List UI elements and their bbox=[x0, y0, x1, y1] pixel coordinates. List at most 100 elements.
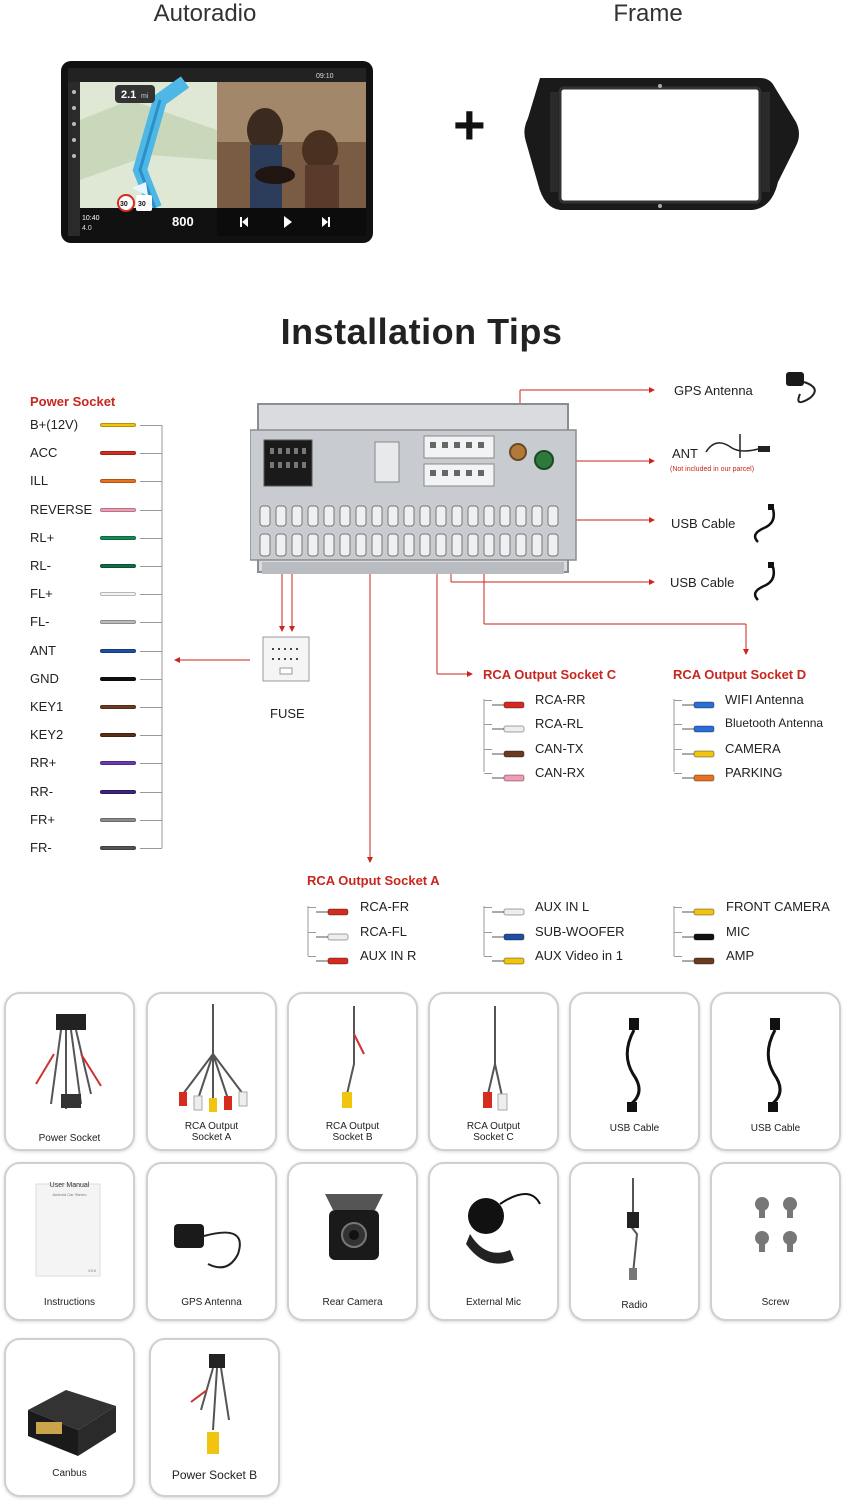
speed-limit-2: 30 bbox=[138, 201, 146, 208]
frame-panel bbox=[524, 78, 799, 210]
part-card: USB Cable bbox=[569, 992, 700, 1151]
antenna-icon bbox=[705, 434, 770, 458]
nav-unit: mi bbox=[141, 93, 149, 100]
usb-cable-icon-1 bbox=[753, 504, 775, 543]
head-unit-rear bbox=[250, 403, 577, 574]
installation-title: Installation Tips bbox=[280, 311, 563, 352]
wire-swatch bbox=[100, 451, 136, 456]
bracket-tick bbox=[484, 931, 492, 933]
part-illustration bbox=[289, 994, 416, 1149]
bracket-tick bbox=[484, 772, 492, 774]
socket-c-label: CAN-RX bbox=[535, 764, 585, 780]
socket-d-label: WIFI Antenna bbox=[725, 692, 804, 707]
power-socket-heading: Power Socket bbox=[30, 394, 116, 409]
part-illustration bbox=[571, 994, 698, 1149]
power-wire-label: FL- bbox=[30, 614, 50, 630]
rca-plug-icon bbox=[682, 928, 716, 940]
bracket-tick bbox=[140, 566, 162, 567]
part-illustration bbox=[289, 1164, 416, 1319]
bracket-tick bbox=[484, 907, 492, 908]
socket-a-label: MIC bbox=[726, 923, 750, 939]
wire-swatch bbox=[100, 676, 136, 681]
manual-title: User Manual bbox=[49, 1182, 90, 1189]
part-label: USB Cable bbox=[750, 1123, 801, 1134]
part-illustration bbox=[148, 994, 275, 1149]
socket-a-label: SUB-WOOFER bbox=[535, 923, 625, 939]
part-illustration bbox=[430, 994, 557, 1149]
power-wire-label: KEY1 bbox=[30, 699, 64, 714]
rca-plug-icon bbox=[682, 696, 716, 709]
bracket-tick bbox=[484, 748, 492, 750]
wire-swatch bbox=[100, 648, 136, 653]
power-wire-label: FR+ bbox=[30, 811, 55, 827]
socket-a-label: FRONT CAMERA bbox=[726, 899, 830, 914]
part-card: Radio bbox=[569, 1162, 700, 1321]
rca-plug-icon bbox=[682, 745, 716, 758]
bracket-tick bbox=[674, 700, 682, 701]
frame-title: Frame bbox=[613, 0, 683, 27]
socket-c-heading: RCA Output Socket C bbox=[483, 667, 617, 682]
part-label: USB Cable bbox=[609, 1123, 660, 1134]
rca-plug-icon bbox=[682, 952, 716, 965]
bracket-tick bbox=[484, 956, 492, 957]
status-time: 09:10 bbox=[316, 73, 334, 80]
part-card: Screw bbox=[710, 1162, 841, 1321]
rca-plug-icon bbox=[682, 769, 716, 782]
power-wire-label: KEY2 bbox=[30, 727, 64, 743]
bracket-tick bbox=[308, 907, 316, 908]
bracket-tick bbox=[674, 772, 682, 774]
wire-swatch bbox=[100, 507, 136, 512]
part-illustration bbox=[571, 1164, 698, 1319]
socket-d-label: PARKING bbox=[725, 764, 783, 780]
part-label: Canbus bbox=[52, 1468, 87, 1479]
time-left: 10:40 bbox=[82, 215, 100, 222]
part-illustration bbox=[6, 994, 133, 1149]
wire-swatch bbox=[100, 592, 136, 597]
bracket-tick bbox=[140, 848, 162, 849]
manual-version: V3.0 bbox=[88, 1268, 97, 1273]
wire-swatch bbox=[100, 620, 136, 625]
fuse-label: FUSE bbox=[270, 706, 305, 721]
bracket-tick bbox=[308, 931, 316, 933]
part-label: Radio bbox=[621, 1300, 648, 1311]
bracket-tick bbox=[140, 763, 162, 765]
part-card: Power Socket B bbox=[149, 1338, 280, 1497]
wire-swatch bbox=[100, 423, 136, 427]
speed-limit-1: 30 bbox=[120, 201, 128, 208]
rca-plug-icon bbox=[492, 952, 526, 965]
power-wire-label: ANT bbox=[30, 642, 56, 658]
autoradio-title: Autoradio bbox=[153, 0, 257, 27]
socket-c-label: RCA-RL bbox=[535, 716, 584, 732]
part-label: Rear Camera bbox=[322, 1297, 383, 1308]
rca-plug-icon bbox=[316, 952, 350, 965]
wire-swatch bbox=[100, 761, 136, 766]
part-label: Screw bbox=[761, 1297, 790, 1308]
bracket-tick bbox=[140, 481, 162, 483]
socket-a-label: AUX Video in 1 bbox=[535, 948, 623, 963]
power-wire-label: RL- bbox=[30, 558, 51, 573]
part-illustration bbox=[148, 1164, 275, 1319]
part-card: Canbus bbox=[4, 1338, 135, 1497]
autoradio-device: 2.1 mi 10:40 4.0 30 30 800 09:10 bbox=[61, 61, 373, 243]
bracket-tick bbox=[674, 724, 682, 726]
power-wire-label: FR- bbox=[30, 840, 52, 855]
socket-a-label: AMP bbox=[726, 948, 755, 963]
part-illustration bbox=[6, 1340, 133, 1495]
part-card: GPS Antenna bbox=[146, 1162, 277, 1321]
screen-distance: 800 bbox=[172, 214, 194, 229]
part-label: Instructions bbox=[43, 1297, 96, 1308]
part-illustration bbox=[430, 1164, 557, 1319]
wire-swatch bbox=[100, 479, 136, 484]
wire-swatch bbox=[100, 733, 136, 738]
part-label: GPS Antenna bbox=[181, 1297, 242, 1308]
usb-cable-icon-2 bbox=[753, 562, 775, 601]
part-card: Rear Camera bbox=[287, 1162, 418, 1321]
rca-plug-icon bbox=[492, 720, 526, 733]
bracket-tick bbox=[140, 425, 162, 426]
rca-plug-icon bbox=[492, 903, 526, 916]
rca-plug-icon bbox=[492, 769, 526, 782]
power-wire-label: ACC bbox=[30, 445, 58, 461]
rca-plug-icon bbox=[316, 903, 350, 916]
